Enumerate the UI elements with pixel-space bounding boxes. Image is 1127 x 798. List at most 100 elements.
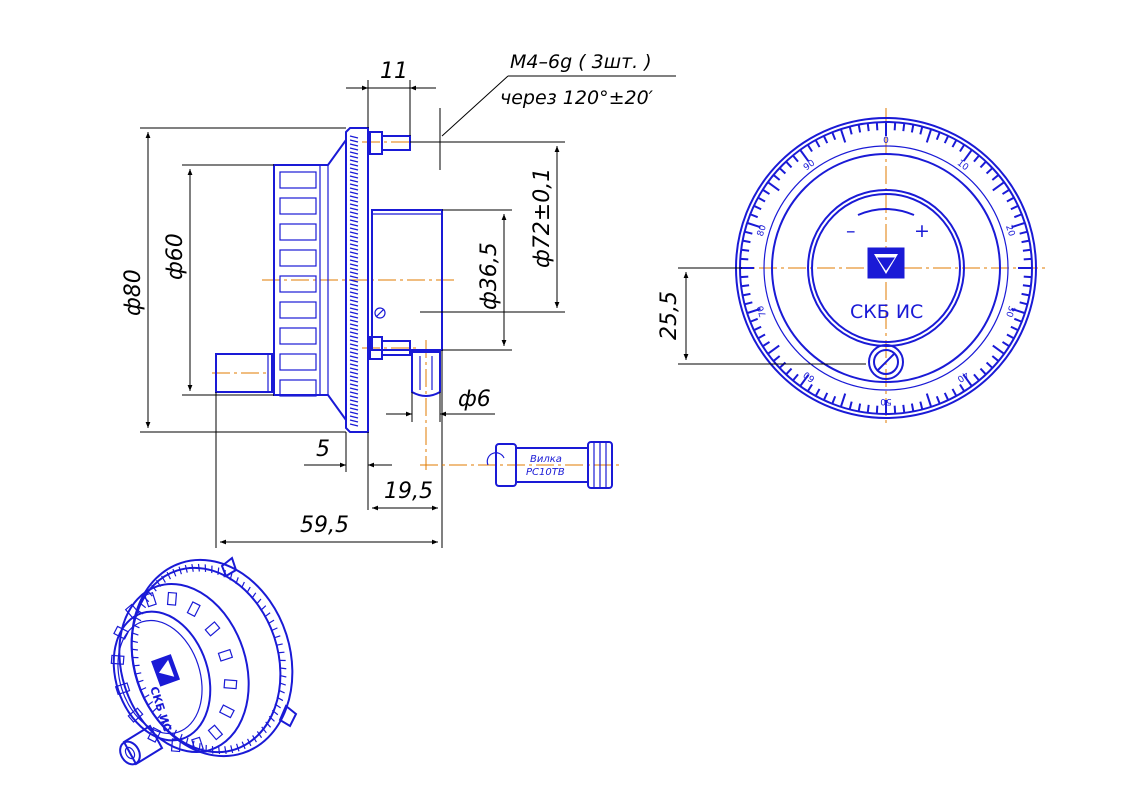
iso-knurl-line [274, 703, 281, 709]
knurl-line [349, 399, 359, 403]
knurl-line [349, 375, 359, 379]
graduation-tick [1023, 257, 1032, 261]
iso-knurl-line [264, 612, 271, 617]
graduation-tick [943, 135, 950, 144]
knurl-line [349, 231, 359, 235]
graduation-tick [910, 124, 915, 133]
knurl-line [349, 139, 359, 143]
iso-knurl-line [131, 640, 139, 644]
grip-slot [279, 379, 317, 397]
iso-knurl-line [236, 743, 240, 752]
iso-grip-slot [204, 621, 221, 637]
graduation-tick [749, 317, 759, 323]
scale-label: 70 [756, 304, 769, 318]
knurl-line [349, 175, 359, 179]
knurl-line [349, 151, 359, 155]
iso-knurl-line [161, 719, 167, 726]
graduation-tick [767, 181, 780, 192]
thread-note-line2: через 120°±20′ [500, 87, 654, 109]
knurl-line [349, 291, 359, 295]
iso-knurl-line [235, 577, 239, 585]
iso-knurl-line [197, 563, 200, 572]
knurl-line [349, 259, 359, 263]
grip-slot [279, 301, 317, 319]
graduation-tick [1019, 230, 1028, 235]
iso-knurl-line [260, 605, 267, 611]
graduation-tick [778, 361, 787, 369]
knurl-line [349, 171, 359, 175]
graduation-tick [925, 128, 933, 143]
knurl-line [349, 387, 359, 391]
graduation-tick [792, 154, 799, 163]
iso-knurl-line [265, 721, 272, 728]
graduation-tick [1010, 204, 1019, 211]
iso-grip-slot [223, 679, 238, 690]
front-brand: СКБ ИС [850, 301, 923, 323]
isometric-view: СКБ ИС [110, 556, 298, 766]
iso-knurl-line [131, 648, 138, 651]
iso-knurl-line [240, 581, 245, 589]
iso-knurl-line [198, 743, 201, 751]
knurl-line [349, 335, 359, 339]
knurl-line [349, 163, 359, 167]
knurl-line [349, 223, 359, 227]
graduation-tick [799, 374, 810, 387]
graduation-tick [740, 275, 749, 279]
iso-knurl-line [140, 687, 147, 691]
dim-d80: ф80 [121, 269, 146, 316]
knurl-line [349, 299, 359, 303]
knurl-line [349, 391, 359, 395]
iso-knurl-line [246, 586, 251, 594]
graduation-tick [742, 292, 751, 297]
iso-knurl-line [151, 707, 158, 713]
iso-knurl-line [278, 689, 285, 694]
graduation-tick [767, 344, 780, 355]
dim-w11: 11 [380, 59, 408, 84]
iso-knurl-line [241, 741, 246, 750]
graduation-tick [985, 167, 994, 175]
graduation-tick [959, 144, 966, 153]
mounting-bolt-bottom [369, 336, 411, 360]
dimensions: ф80 ф60 ф36,5 ф72±0,1 11 M4–6g ( 3шт. ) … [121, 51, 676, 548]
dim-w59-5: 59,5 [300, 513, 349, 538]
graduation-tick [740, 257, 749, 261]
graduation-tick [875, 122, 879, 131]
iso-knurl-line [274, 635, 281, 639]
graduation-tick [762, 341, 771, 348]
knurl-line [349, 183, 359, 187]
graduation-tick [893, 122, 897, 131]
iso-knurl-line [166, 571, 171, 580]
knurl-line [349, 303, 359, 307]
graduation-tick [991, 174, 1000, 181]
knurl-line [349, 359, 359, 363]
handle-peg [215, 353, 273, 393]
dim-d36-5: ф36,5 [477, 242, 502, 310]
graduation-tick [992, 181, 1005, 192]
iso-knurl-line [147, 701, 154, 706]
dim-d72: ф72±0,1 [530, 168, 555, 268]
iso-knurl-line [184, 564, 188, 573]
grip-slot [279, 171, 317, 189]
knurl-line [349, 235, 359, 239]
iso-knurl-line [271, 709, 279, 716]
graduation-tick [1019, 301, 1028, 306]
scale-label: 30 [1003, 304, 1016, 318]
knurl-line [349, 251, 359, 255]
graduation-tick [741, 284, 750, 288]
graduation-tick [814, 388, 821, 397]
graduation-tick [839, 128, 847, 143]
graduation-tick [822, 392, 829, 401]
graduation-tick [902, 404, 906, 413]
graduation-tick [1021, 292, 1030, 297]
graduation-tick [1011, 307, 1026, 315]
graduation-tick [831, 395, 837, 405]
scale-label: 80 [756, 224, 769, 238]
knurl-line [349, 219, 359, 223]
graduation-tick [979, 160, 987, 169]
knurl-line [349, 407, 359, 411]
iso-knurl-line [252, 735, 257, 743]
knurl-line [349, 379, 359, 383]
graduation-tick [919, 401, 924, 410]
thread-note-line1: M4–6g ( 3шт. ) [510, 51, 652, 73]
iso-grip-slot [218, 704, 235, 719]
